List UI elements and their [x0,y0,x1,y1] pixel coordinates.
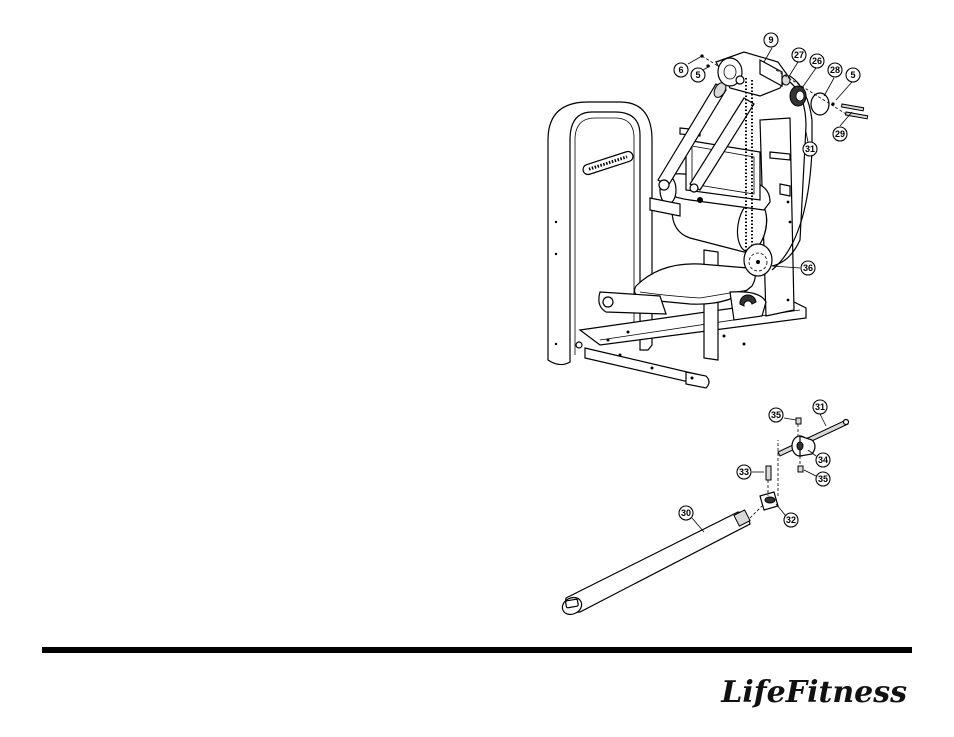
svg-text:27: 27 [794,50,804,60]
callout-9: 9 [764,33,778,47]
callout-26: 26 [810,54,824,68]
callout-35-bottom: 35 [816,472,830,486]
base-foot [686,372,709,388]
footer-rule [42,647,912,653]
callout-30: 30 [679,506,693,520]
svg-text:9: 9 [768,35,773,45]
svg-text:31: 31 [815,402,825,412]
callout-5-top-left: 5 [691,68,705,82]
cover-plate-28 [811,93,829,115]
arm-assembly [559,418,848,618]
callout-28: 28 [828,63,842,77]
svg-text:36: 36 [803,263,813,273]
svg-text:35: 35 [818,474,828,484]
upright-slot [582,150,635,176]
callout-34: 34 [816,453,830,467]
machine-assembly [548,52,868,388]
callout-35-top: 35 [769,408,783,422]
svg-text:31: 31 [805,144,815,154]
callout-5-top-right: 5 [846,68,860,82]
svg-text:5: 5 [695,70,700,80]
svg-text:28: 28 [830,65,840,75]
callout-29: 29 [833,127,847,141]
callout-33: 33 [737,465,751,479]
roller-tube-30 [566,512,750,612]
callout-6: 6 [674,63,688,77]
callout-32: 32 [784,513,798,527]
life-fitness-logo: LifeFitness [720,675,907,710]
svg-text:34: 34 [818,455,828,465]
set-screw-35-top [796,418,801,436]
pin-33 [766,466,771,480]
callout-31-top: 31 [803,142,817,156]
set-screw-35-bottom [798,456,803,472]
bolt-29 [841,104,867,119]
svg-text:26: 26 [812,56,822,66]
svg-text:5: 5 [850,70,855,80]
svg-text:32: 32 [786,515,796,525]
callout-27: 27 [792,48,806,62]
svg-text:29: 29 [835,129,845,139]
svg-text:35: 35 [771,410,781,420]
svg-text:30: 30 [681,508,691,518]
callout-36: 36 [801,261,815,275]
svg-text:33: 33 [739,467,749,477]
svg-text:6: 6 [678,65,683,75]
base-rail-front [585,348,702,385]
callout-31-bottom: 31 [813,400,827,414]
